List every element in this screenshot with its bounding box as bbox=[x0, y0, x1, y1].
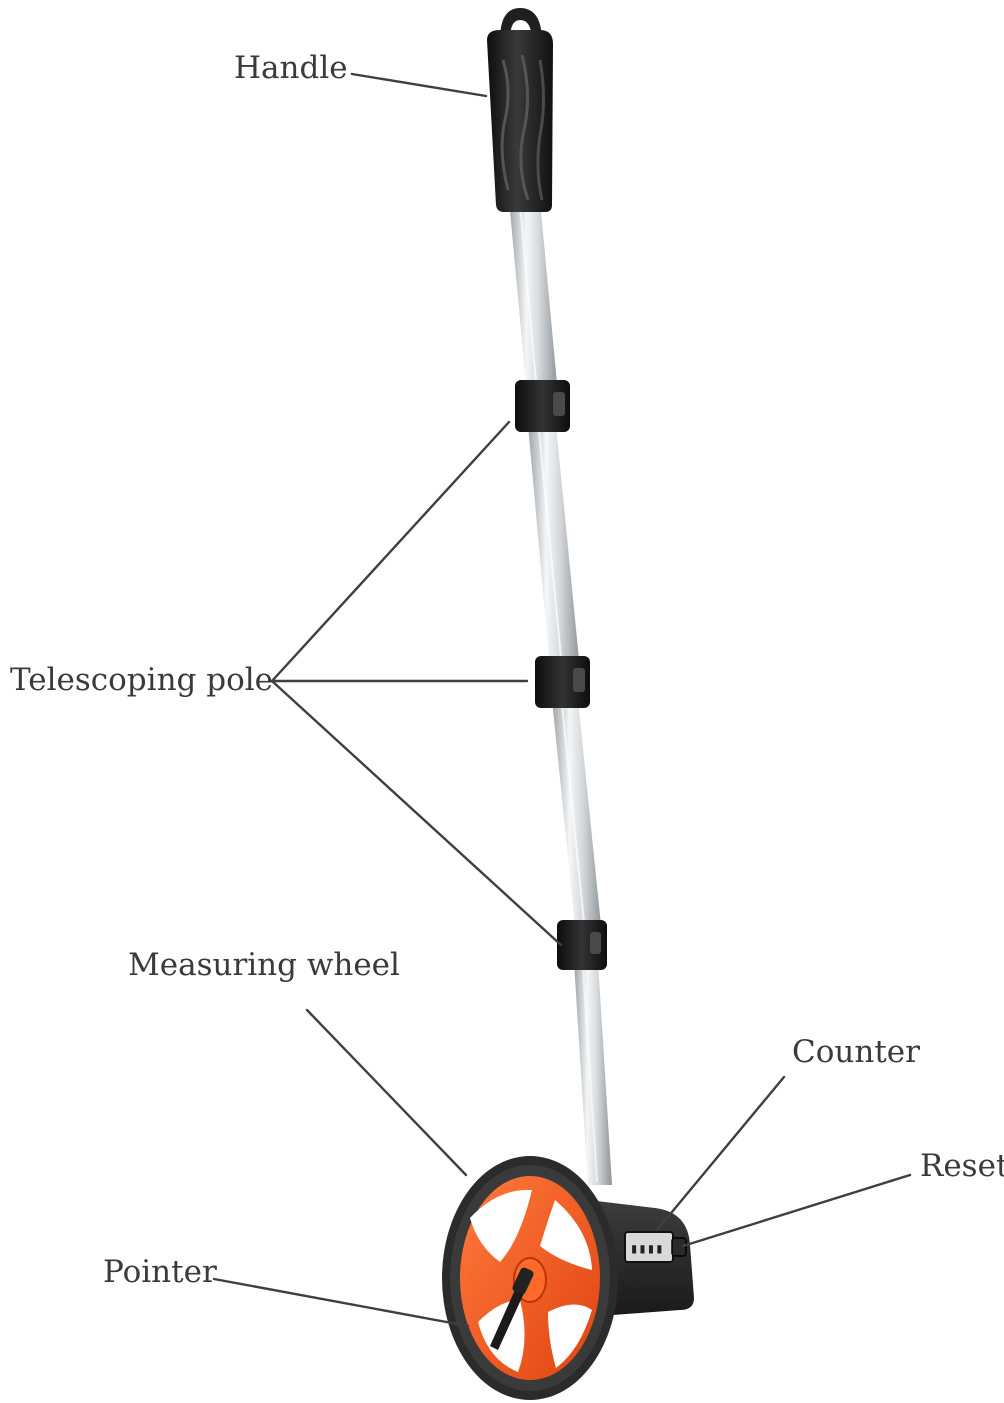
label-telescoping-pole: Telescoping pole bbox=[10, 662, 273, 698]
pole-section-lower bbox=[552, 700, 602, 935]
collar-upper bbox=[515, 380, 570, 432]
handle-grip bbox=[487, 8, 553, 212]
pole-collars bbox=[515, 380, 607, 970]
leader-pointer bbox=[212, 1277, 470, 1328]
leader-handle bbox=[350, 72, 488, 98]
collar-lower bbox=[557, 920, 607, 970]
leader-lines bbox=[212, 72, 912, 1328]
label-measuring-wheel: Measuring wheel bbox=[128, 947, 400, 983]
pole-section-bottom bbox=[574, 962, 612, 1185]
telescoping-pole bbox=[509, 200, 612, 1185]
pole-section-middle bbox=[528, 425, 580, 670]
pole-section-upper bbox=[509, 200, 558, 395]
leader-measuring-wheel bbox=[305, 1008, 468, 1177]
counter-digits-glyph: ▮▮▮▮ bbox=[630, 1241, 664, 1257]
wheel bbox=[442, 1156, 618, 1400]
label-handle: Handle bbox=[234, 50, 348, 86]
collar-middle bbox=[535, 656, 590, 708]
label-counter: Counter bbox=[792, 1034, 920, 1070]
leader-pole-lower bbox=[270, 679, 563, 947]
leader-counter bbox=[655, 1075, 786, 1232]
reset-button bbox=[671, 1237, 687, 1257]
leader-pole-upper bbox=[270, 420, 511, 683]
label-pointer: Pointer bbox=[103, 1254, 217, 1290]
leader-reset bbox=[681, 1173, 912, 1248]
label-reset: Reset bbox=[920, 1148, 1004, 1184]
labels: Handle Telescoping pole Measuring wheel … bbox=[10, 50, 1004, 1290]
